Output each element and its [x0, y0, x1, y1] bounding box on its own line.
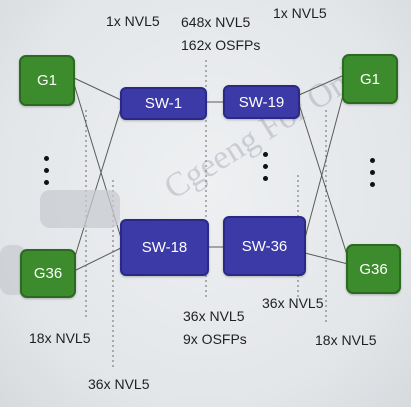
- gpu-label: G36: [359, 260, 388, 278]
- label-bottom-center-line1: 36x NVL5: [183, 308, 245, 324]
- switch-label: SW-19: [238, 93, 285, 111]
- blurred-region: [40, 190, 120, 228]
- switch-sw1[interactable]: SW-1: [120, 87, 207, 120]
- link-sw19-g36r: [298, 103, 349, 259]
- label-bottom-right: 18x NVL5: [315, 332, 377, 348]
- switch-label: SW-18: [141, 239, 188, 256]
- switch-sw19[interactable]: SW-19: [223, 85, 300, 119]
- switch-label: SW-1: [144, 95, 183, 112]
- label-bottom-far: 36x NVL5: [88, 376, 150, 392]
- gpu-g36-left[interactable]: G36: [20, 249, 76, 298]
- switch-label: SW-36: [241, 237, 288, 255]
- gpu-g36-right[interactable]: G36: [346, 244, 401, 294]
- link-sw36-g1r: [304, 87, 346, 239]
- ellipsis-dots-left: [44, 156, 50, 185]
- switch-sw36[interactable]: SW-36: [223, 216, 306, 276]
- gpu-label: G1: [36, 72, 57, 89]
- link-g36-sw18: [71, 247, 122, 273]
- gpu-g1-left[interactable]: G1: [19, 55, 75, 106]
- gpu-g1-right[interactable]: G1: [342, 54, 398, 104]
- switch-sw18[interactable]: SW-18: [120, 219, 209, 276]
- link-sw36-g36r: [304, 252, 349, 265]
- label-bottom-mid-right: 36x NVL5: [262, 295, 324, 311]
- label-top-center-line2: 162x OSFPs: [181, 37, 261, 53]
- label-bottom-center-line2: 9x OSFPs: [183, 331, 247, 347]
- label-top-right-link: 1x NVL5: [273, 5, 327, 21]
- gpu-label: G36: [33, 265, 63, 282]
- ellipsis-dots-center: [263, 152, 269, 181]
- label-top-left-link: 1x NVL5: [106, 13, 160, 29]
- ellipsis-dots-right: [370, 158, 376, 187]
- gpu-label: G1: [359, 70, 380, 88]
- link-sw19-g1r: [298, 75, 343, 96]
- link-g1-sw1: [73, 77, 122, 101]
- link-g36-sw1: [71, 107, 122, 267]
- label-top-center-line1: 648x NVL5: [181, 14, 251, 30]
- label-bottom-left: 18x NVL5: [29, 330, 91, 346]
